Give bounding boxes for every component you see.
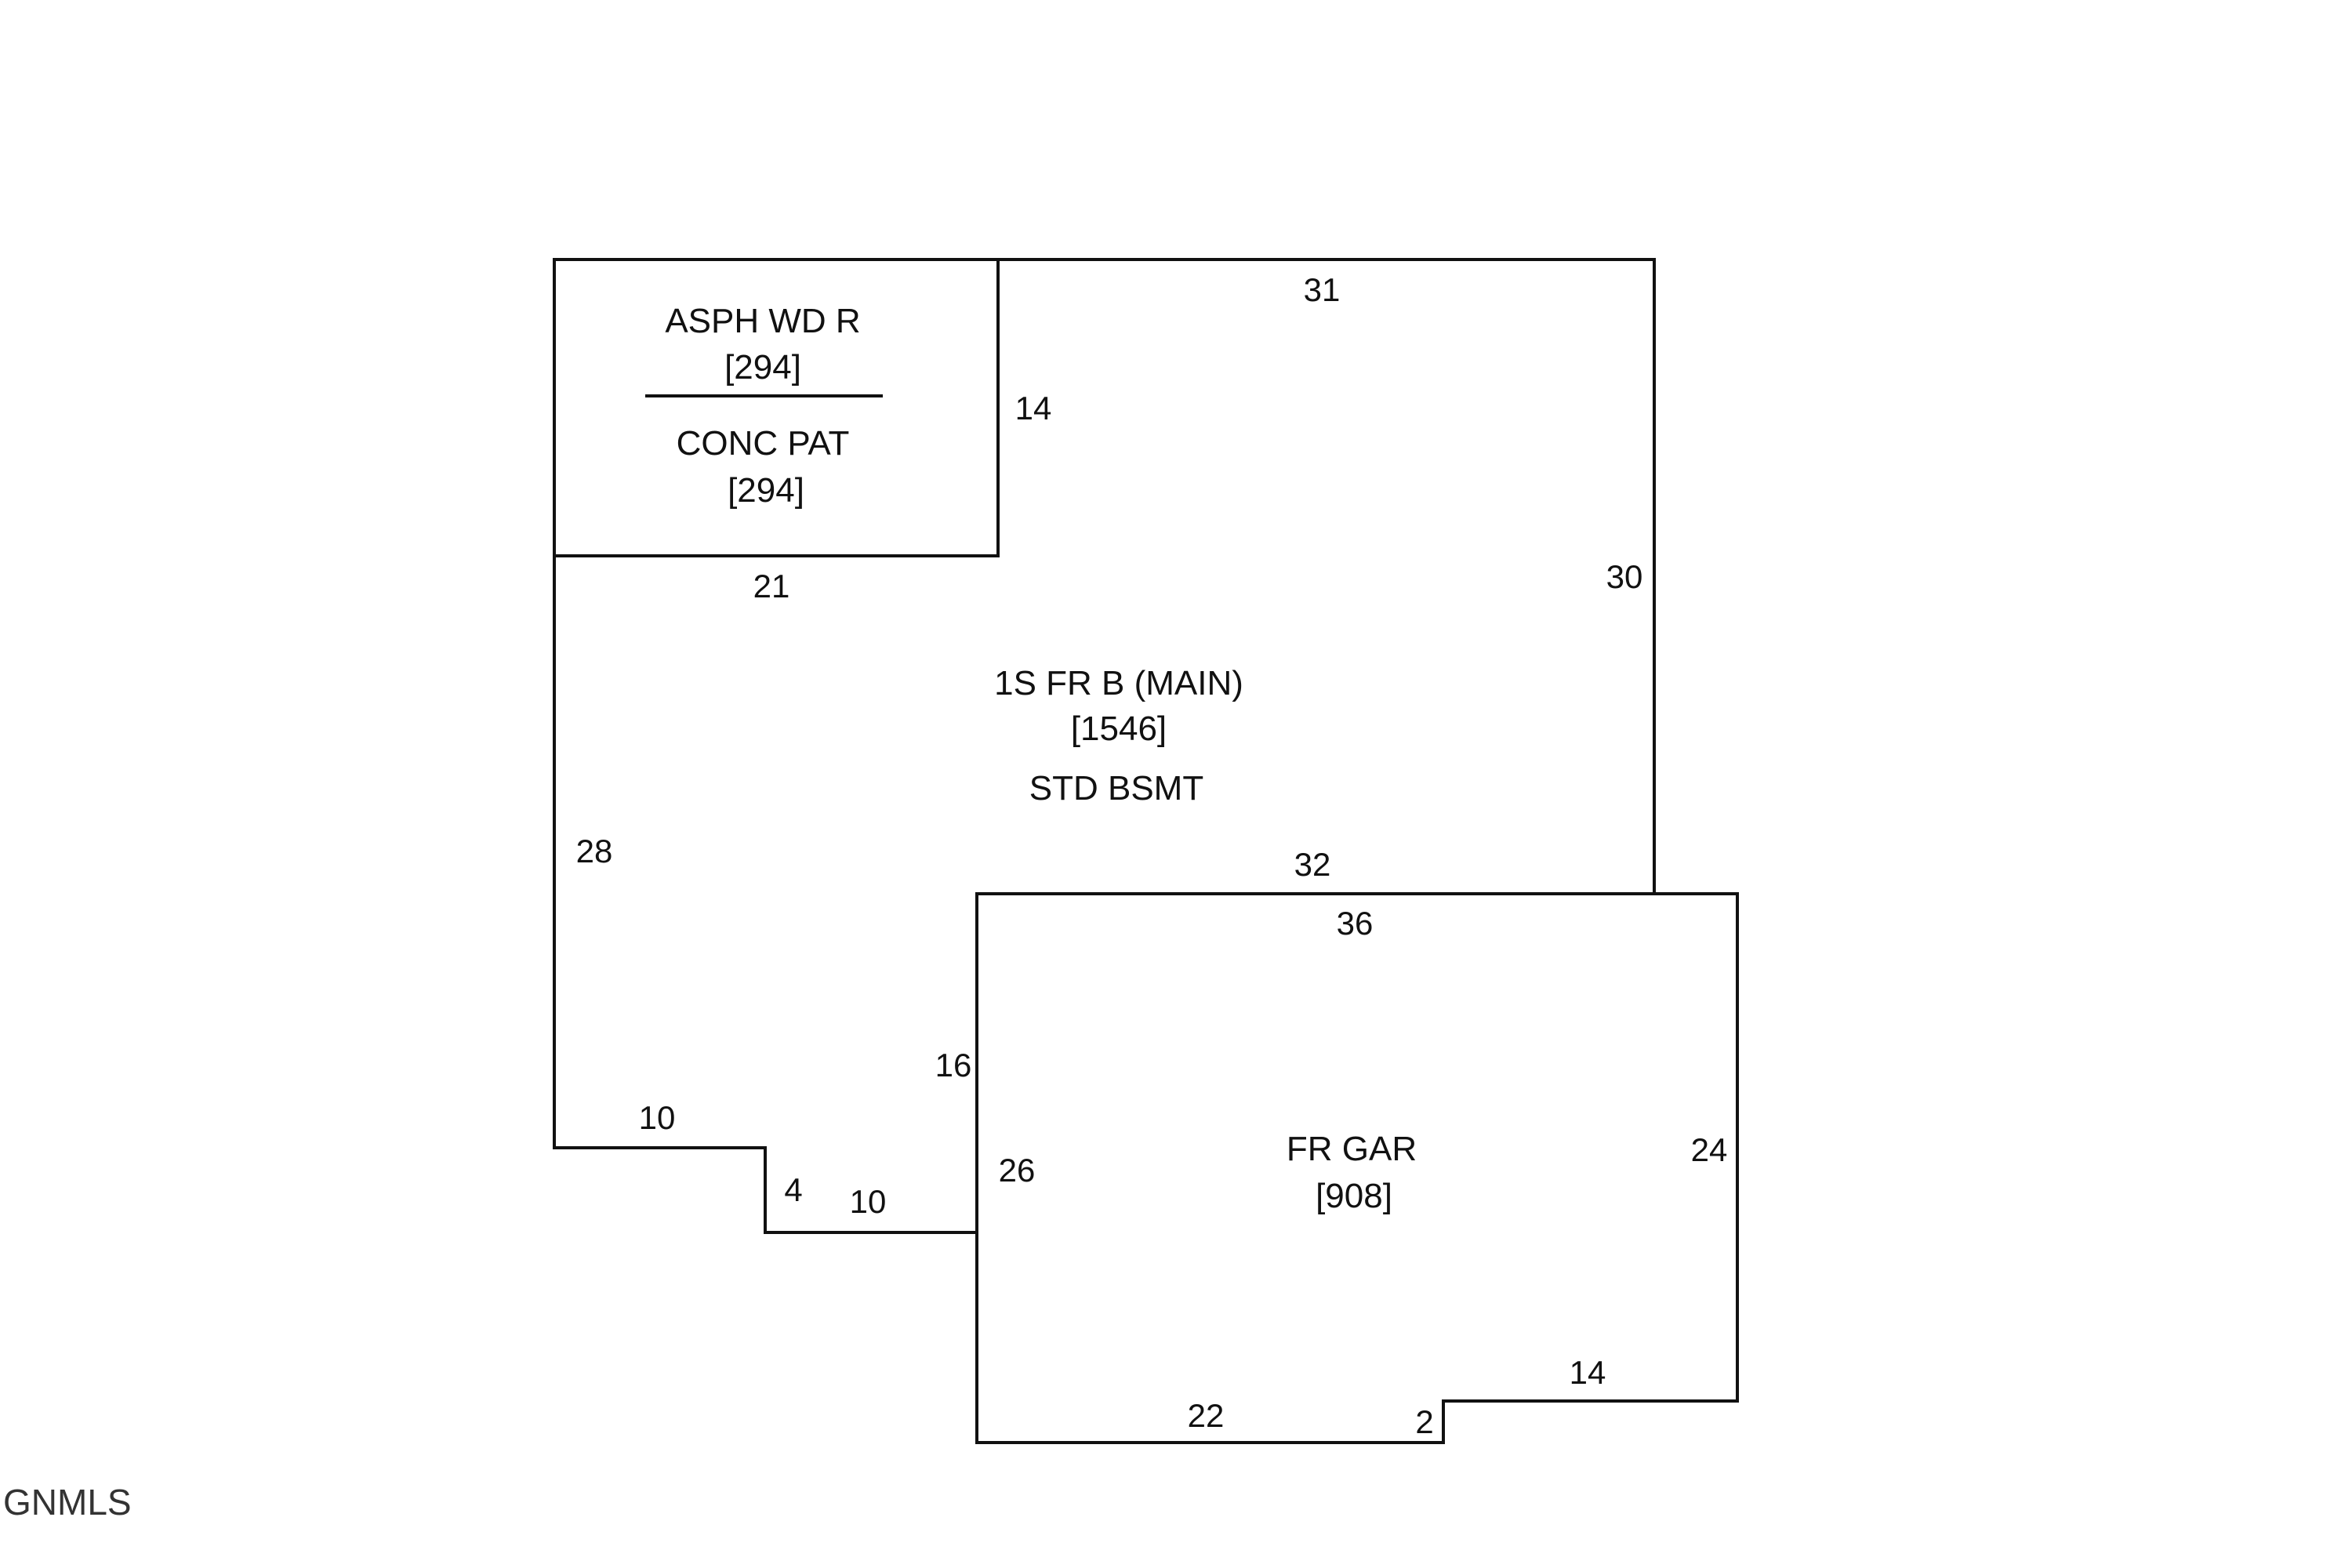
deck-lower-area: [294] <box>728 471 804 510</box>
dim-main-top: 31 <box>1304 271 1341 308</box>
garage-outline <box>975 892 1739 1444</box>
deck-lower-name: CONC PAT <box>677 424 850 463</box>
mls-watermark: GNMLS <box>3 1482 132 1523</box>
dim-garage-step-top: 14 <box>1570 1354 1606 1391</box>
main-basement-label: STD BSMT <box>1029 769 1203 808</box>
dim-main-bottom: 32 <box>1294 846 1331 883</box>
dim-main-right: 30 <box>1606 558 1643 595</box>
dim-garage-right: 24 <box>1691 1131 1728 1168</box>
deck-upper-name: ASPH WD R <box>665 302 860 340</box>
deck-patio-outline <box>553 258 1000 557</box>
dim-deck-bottom: 21 <box>753 568 790 604</box>
dim-step-side: 4 <box>784 1171 802 1208</box>
dim-garage-step-side: 2 <box>1415 1403 1433 1440</box>
deck-upper-area: [294] <box>724 348 801 387</box>
main-area-name: 1S FR B (MAIN) <box>994 664 1243 702</box>
dim-step-bottom: 10 <box>850 1183 887 1220</box>
dim-step-top: 10 <box>639 1099 676 1136</box>
dim-deck-right: 14 <box>1015 390 1052 426</box>
dim-garage-bottom: 22 <box>1188 1397 1225 1434</box>
garage-area-name: FR GAR <box>1287 1130 1417 1168</box>
dim-garage-left: 26 <box>999 1152 1036 1189</box>
garage-area-size: [908] <box>1316 1177 1392 1215</box>
dim-garage-top: 36 <box>1337 905 1374 942</box>
dim-main-inner-right: 16 <box>935 1047 972 1083</box>
dim-main-left: 28 <box>576 833 613 869</box>
main-area-size: [1546] <box>1071 710 1167 748</box>
